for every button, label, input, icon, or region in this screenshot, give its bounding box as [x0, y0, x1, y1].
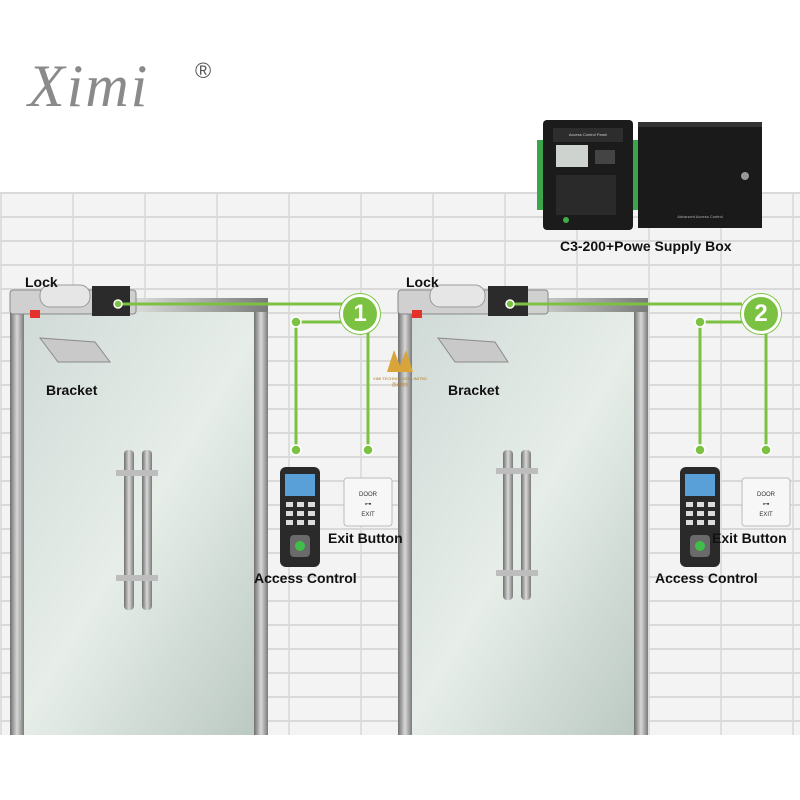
access-terminal-2 — [680, 467, 720, 567]
wire-nodes — [113, 299, 772, 456]
wire-badge-1: 1 — [340, 294, 380, 334]
watermark-line-1: XIMI TECHNOLOGY LIMITED — [373, 376, 427, 381]
lock-label-1: Lock — [25, 274, 58, 290]
access-control-label-1: Access Control — [254, 570, 357, 586]
watermark-line-2: 西米科技 — [392, 381, 408, 387]
bracket-label-2: Bracket — [448, 382, 500, 398]
exit-button-label-1: Exit Button — [328, 530, 403, 546]
access-terminal-1 — [280, 467, 320, 567]
floor — [0, 735, 800, 800]
lock-label-2: Lock — [406, 274, 439, 290]
exit-button-2-door-text: DOOR — [757, 492, 776, 498]
bracket-label-1: Bracket — [46, 382, 98, 398]
wire-badge-2: 2 — [741, 294, 781, 334]
door-2 — [397, 284, 648, 735]
access-control-label-2: Access Control — [655, 570, 758, 586]
exit-button-label-2: Exit Button — [712, 530, 787, 546]
exit-button-2-key-icon: ⊶ — [763, 501, 770, 508]
supply-box-text: Advanced Access Control — [677, 214, 723, 219]
controller-board — [537, 120, 639, 230]
door-1 — [9, 284, 268, 735]
exit-button-2: DOOR ⊶ EXIT — [741, 477, 791, 527]
registered-mark: ® — [195, 58, 212, 83]
watermark-logo: XIMI TECHNOLOGY LIMITED 西米科技 — [373, 350, 427, 387]
exit-button-2-exit-text: EXIT — [759, 512, 773, 518]
exit-button-1-exit-text: EXIT — [361, 512, 375, 518]
exit-button-1-door-text: DOOR — [359, 492, 378, 498]
board-text: Access Control Panel — [569, 132, 607, 137]
controller-caption: C3-200+Powe Supply Box — [560, 238, 732, 254]
power-supply-box — [638, 122, 762, 228]
brand-logo: Ximi — [28, 53, 150, 119]
exit-button-1-key-icon: ⊶ — [365, 501, 372, 508]
exit-button-1: DOOR ⊶ EXIT — [343, 477, 393, 527]
